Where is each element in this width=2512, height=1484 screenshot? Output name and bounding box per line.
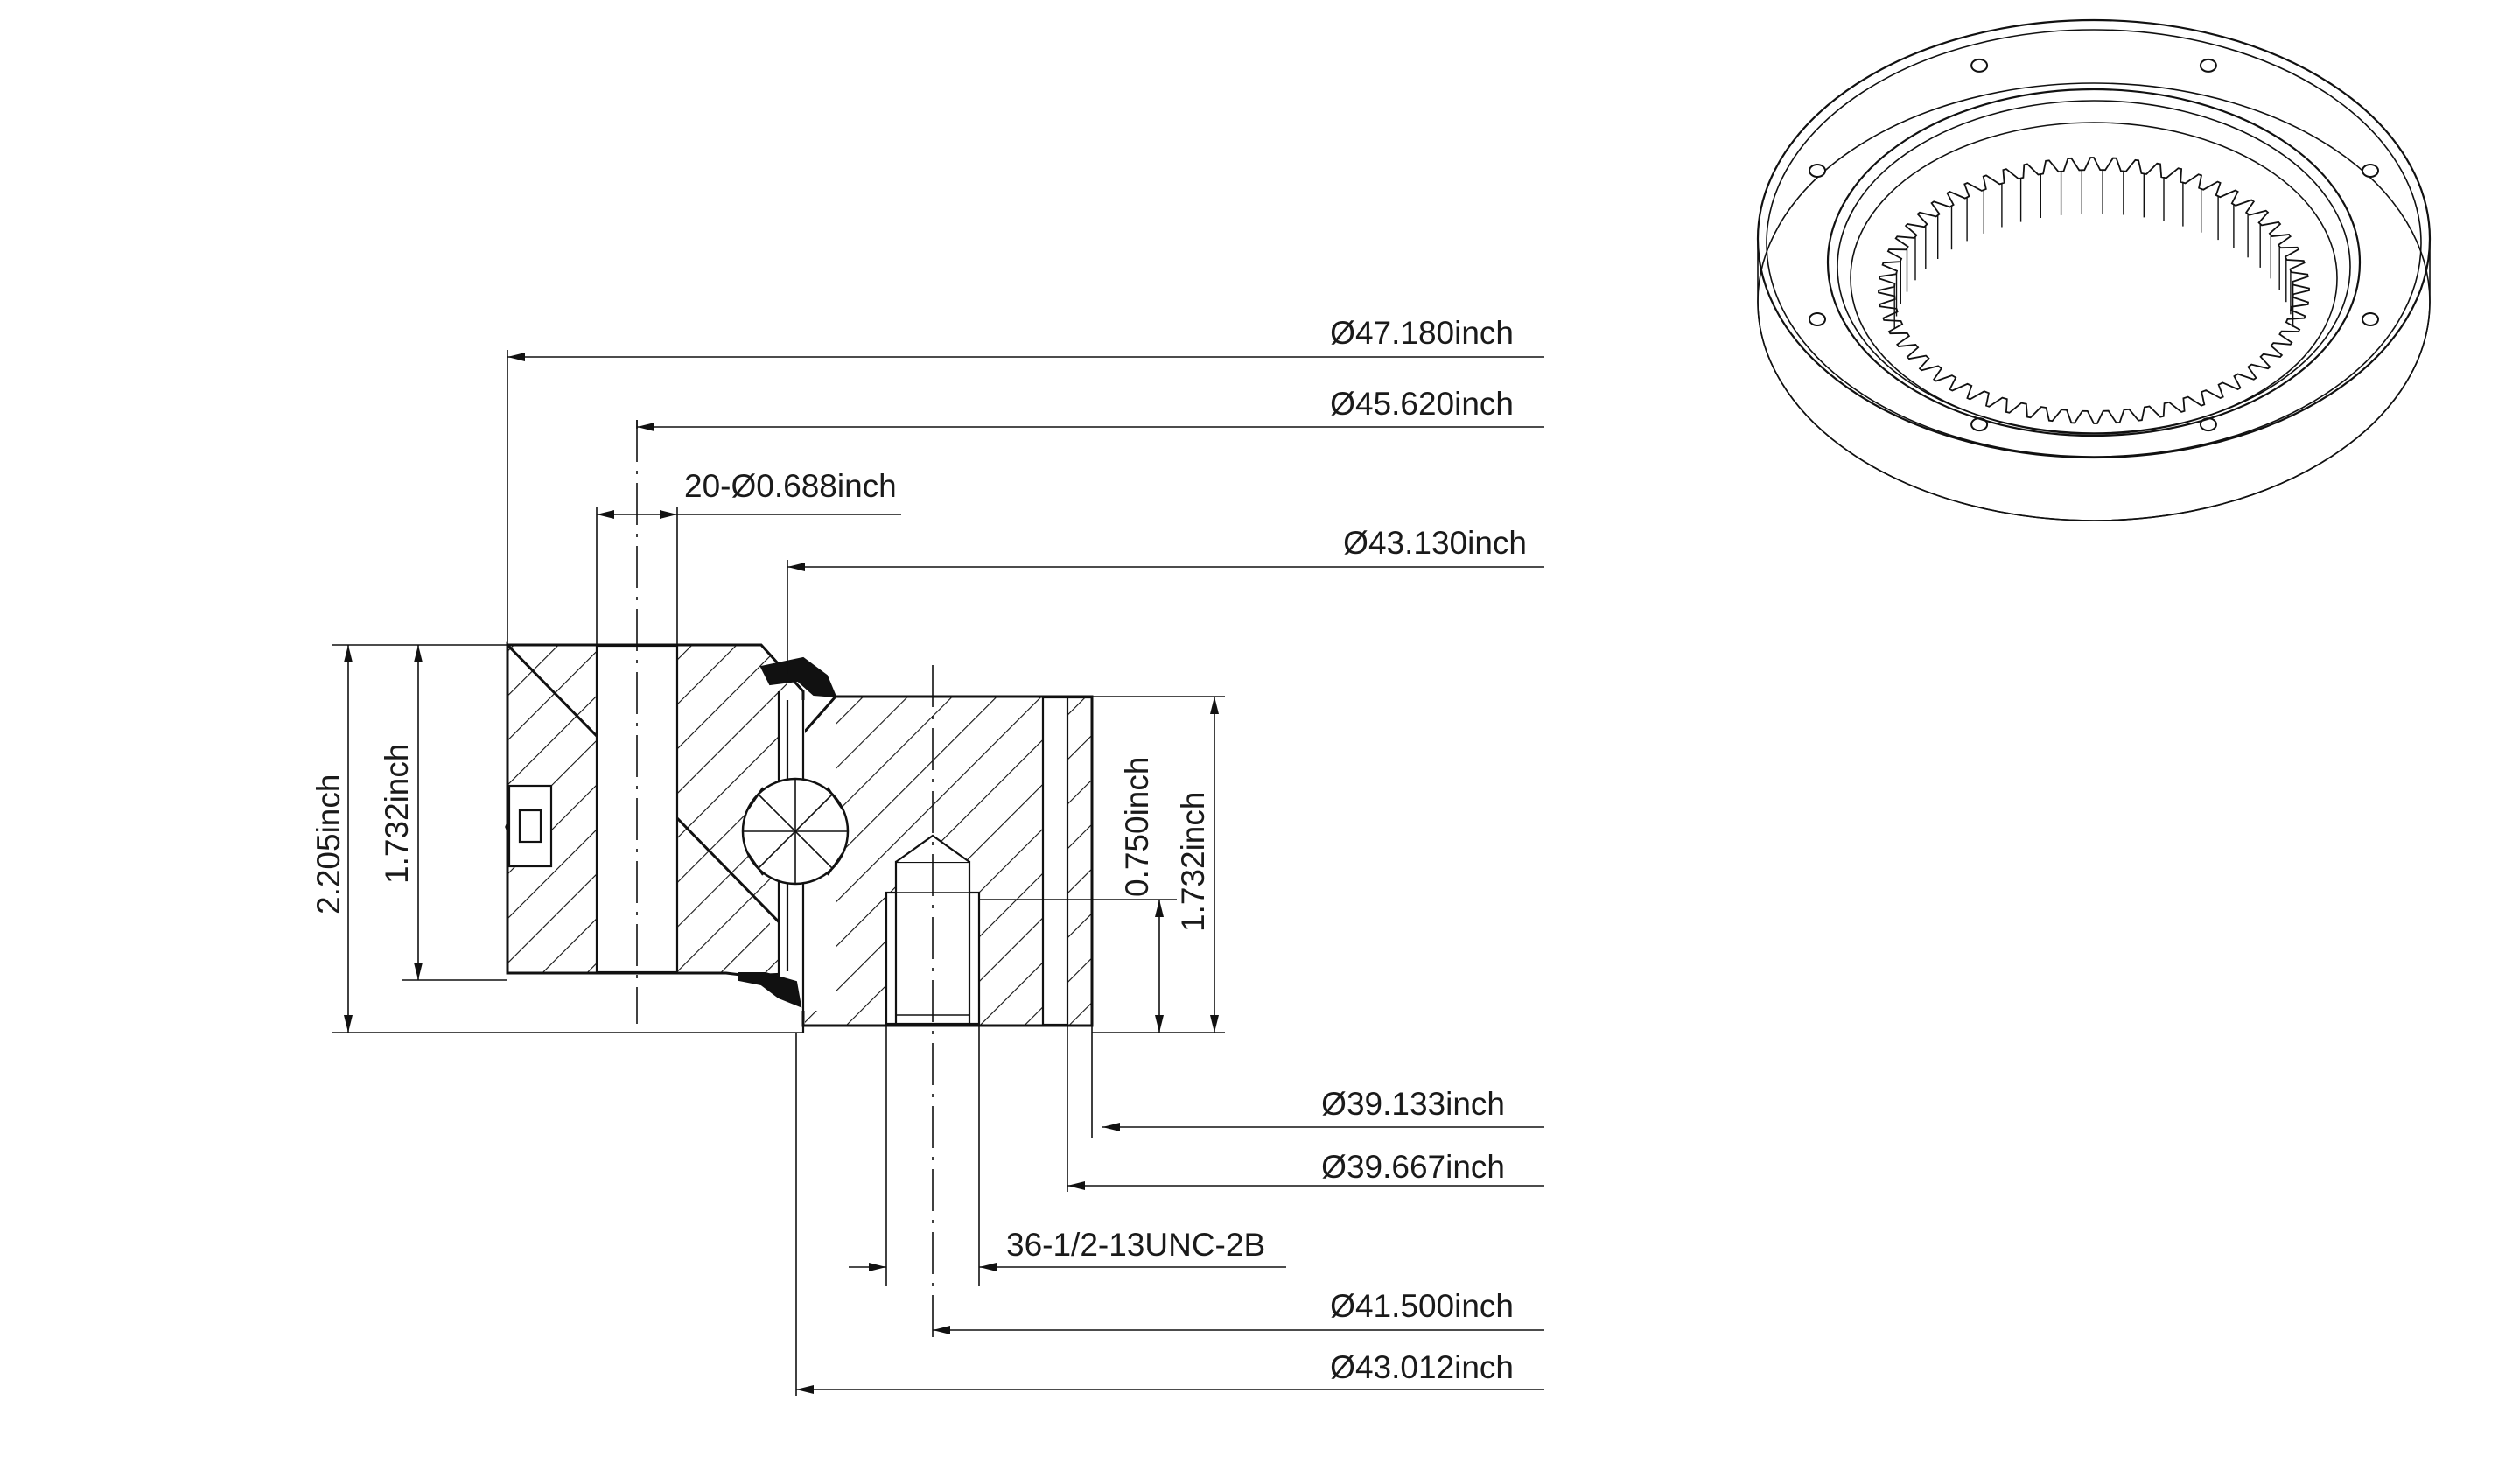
dim-bolt-circle-inner: Ø41.500inch: [1330, 1288, 1514, 1324]
iso-gear-teeth: [1878, 157, 2310, 424]
dim-tapped-holes: 36-1/2-13UNC-2B: [1006, 1227, 1265, 1263]
grease-nipple-icon: [505, 784, 553, 868]
iso-hole-icon: [2199, 58, 2217, 73]
iso-mounting-holes: [1809, 58, 2379, 432]
dim-gear-pitch: Ø39.667inch: [1321, 1149, 1505, 1185]
dim-gear-root: Ø39.133inch: [1321, 1086, 1505, 1122]
dim-outer-ring-height: 1.732inch: [379, 744, 415, 884]
iso-hole-icon: [1809, 312, 1826, 326]
dimension-labels: Ø47.180inch Ø45.620inch 20-Ø0.688inch Ø4…: [311, 315, 1527, 1385]
dim-od-outer: Ø47.180inch: [1330, 315, 1514, 351]
isometric-bearing-view: [1756, 18, 2432, 522]
seal-top-icon: [759, 656, 837, 698]
dimension-lines: [332, 350, 1544, 1396]
ball-icon: [741, 777, 850, 886]
dim-mounting-holes: 20-Ø0.688inch: [684, 468, 897, 504]
iso-hole-icon: [2362, 164, 2379, 178]
cross-section: [505, 420, 1094, 1339]
dim-total-height: 2.205inch: [311, 774, 346, 914]
dim-inner-ring-height: 1.732inch: [1175, 792, 1211, 932]
seal-bottom-icon: [738, 972, 802, 1008]
dim-thread-depth: 0.750inch: [1119, 757, 1155, 897]
iso-tooth-profile: [1878, 157, 2310, 424]
dim-bolt-circle-outer: Ø45.620inch: [1330, 386, 1514, 422]
inner-ring-section: [801, 665, 1094, 1339]
iso-hole-icon: [1970, 58, 1989, 73]
iso-hole-icon: [1809, 164, 1826, 178]
outer-ring-section: [505, 420, 805, 1024]
iso-hole-icon: [2362, 312, 2379, 326]
dim-outer-ring-id: Ø43.130inch: [1343, 525, 1527, 561]
dim-inner-ring-od: Ø43.012inch: [1330, 1349, 1514, 1385]
